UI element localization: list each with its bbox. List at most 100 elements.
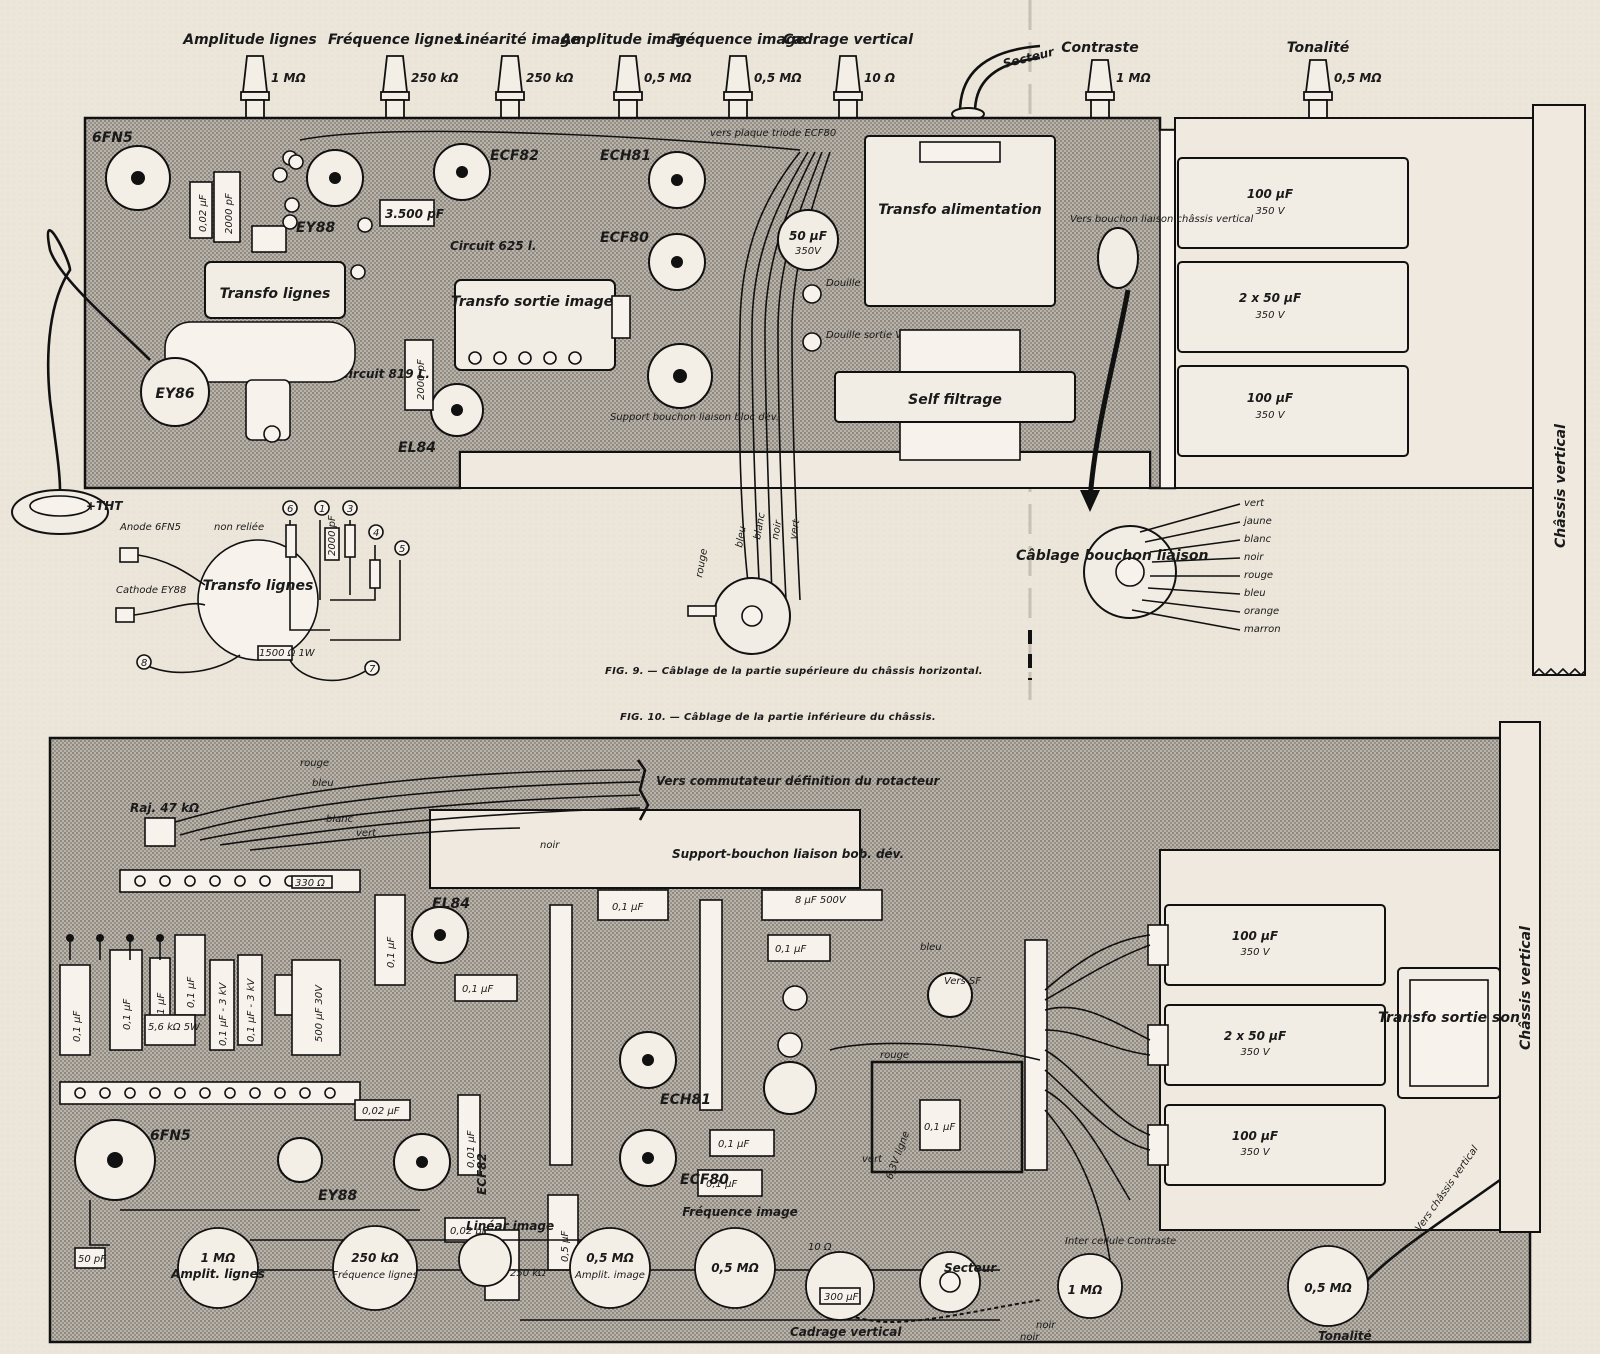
fig9-inset-pin-5: 5 bbox=[399, 544, 405, 555]
fig9-c2: 2000 pF bbox=[224, 193, 235, 234]
fig9-cablage-bouchon: Câblage bouchon liaison vert jaune blanc… bbox=[1016, 498, 1281, 635]
fig10-k1: 0,1 μF bbox=[72, 1011, 83, 1042]
fig9-wire-marron: marron bbox=[1244, 624, 1281, 635]
fig9-knob-5-name: Fréquence image bbox=[671, 32, 806, 48]
fig9-cap-1-v: 350 V bbox=[1255, 206, 1285, 217]
fig9-wire-vert: vert bbox=[1244, 498, 1265, 509]
fig10-support-bouchon: Support-bouchon liaison bob. dév. bbox=[672, 847, 904, 861]
fig10-vert: vert bbox=[862, 1154, 883, 1165]
fig9-knob-8-name: Tonalité bbox=[1287, 40, 1350, 56]
fig9-inset-cathode: Cathode EY88 bbox=[116, 585, 186, 596]
fig10-tube-ecf82-label: ECF82 bbox=[475, 1153, 489, 1195]
fig10-k21: 50 pF bbox=[78, 1254, 106, 1265]
fig10-k3: 0,1 μF bbox=[156, 993, 167, 1024]
fig10-cap2: 2 x 50 μF bbox=[1224, 1029, 1287, 1043]
fig9-knob-4-value: 0,5 MΩ bbox=[644, 71, 692, 85]
fig9-tube-6fn5-label: 6FN5 bbox=[92, 130, 133, 146]
fig9-chassis-vertical: Châssis vertical bbox=[1553, 424, 1569, 548]
fig10-bleu: bleu bbox=[920, 942, 942, 953]
fig9-inset-anode: Anode 6FN5 bbox=[119, 522, 181, 533]
fig9-cable-blanc: blanc bbox=[752, 511, 768, 540]
fig9-tube-ey86-label: EY86 bbox=[155, 386, 194, 402]
fig10-k4: 0,1 μF bbox=[186, 977, 197, 1008]
fig9-wire-bleu: bleu bbox=[1244, 588, 1266, 599]
fig10-transfo-son-label: Transfo sortie son bbox=[1378, 1010, 1520, 1026]
fig10-tube-ey88-label: EY88 bbox=[318, 1188, 357, 1204]
fig9-inset-pin-1: 1 bbox=[319, 504, 325, 515]
fig10-knob-1: 1 MΩ Amplit. lignes bbox=[170, 1227, 265, 1309]
fig9-knob-4: Amplitude image 0,5 MΩ bbox=[560, 32, 695, 119]
fig9-tube-ecf80: ECF80 bbox=[600, 230, 706, 291]
fig9-self-label: Self filtrage bbox=[908, 392, 1002, 408]
fig10-k7: 5,6 kΩ 5W bbox=[148, 1022, 201, 1033]
fig9-circuit1: Circuit 625 l. bbox=[450, 239, 536, 253]
fig10-k12: 8 μF 500V bbox=[795, 895, 847, 906]
fig10-k6: 0,1 μF - 3 kV bbox=[246, 978, 257, 1042]
fig10-knob-1-value: 1 MΩ bbox=[201, 1251, 236, 1265]
fig10-vers-commutateur: Vers commutateur définition du rotacteur bbox=[656, 774, 941, 788]
fig9-cable-vert: vert bbox=[788, 518, 803, 541]
fig10-knob-6: 300 μF 10 Ω Cadrage vertical bbox=[790, 1242, 902, 1339]
fig10-k2: 0,1 μF bbox=[122, 999, 133, 1030]
fig9-cap-50: 50 μF 350V bbox=[777, 209, 839, 271]
fig10-r330: 330 Ω bbox=[295, 878, 325, 889]
fig9-tube-ech81: ECH81 bbox=[600, 148, 706, 209]
fig9-inset-non-reliee: non reliée bbox=[214, 521, 264, 533]
fig10-knob-2-value: 250 kΩ bbox=[351, 1251, 398, 1265]
fig10-vers-sf: Vers SF bbox=[944, 976, 981, 987]
fig10-k11: 0,1 μF bbox=[612, 902, 643, 913]
fig10-k9: 0,1 μF bbox=[386, 937, 397, 968]
fig10-k5: 0,1 μF - 3 kV bbox=[218, 982, 229, 1046]
fig9-self-filtrage: Self filtrage bbox=[834, 329, 1076, 461]
fig9-knob-8-value: 0,5 MΩ bbox=[1334, 71, 1382, 85]
fig9-wire-blanc: blanc bbox=[1244, 534, 1272, 545]
fig9-cap-2-v: 350 V bbox=[1255, 310, 1285, 321]
fig9-tube-ecf82-label: ECF82 bbox=[490, 148, 539, 164]
fig9-knob-1-name: Amplitude lignes bbox=[182, 32, 317, 48]
fig10-wire-rouge: rouge bbox=[300, 758, 329, 769]
fig10-knob-6-value: 10 Ω bbox=[808, 1242, 832, 1253]
fig9-cap-3-v: 350 V bbox=[1255, 410, 1285, 421]
fig10-knob-6-name: Cadrage vertical bbox=[790, 1325, 902, 1339]
fig10-wire-bleu: bleu bbox=[312, 778, 334, 789]
fig9-inset-pin-6: 6 bbox=[287, 504, 293, 515]
fig9-cap-block-2: 2 x 50 μF 350 V bbox=[1177, 261, 1409, 353]
fig9-vers-bouchon: Vers bouchon liaison châssis vertical bbox=[1070, 213, 1254, 225]
fig9-knob-4-name: Amplitude image bbox=[560, 32, 695, 48]
fig9-transfo-alimentation: Transfo alimentation bbox=[864, 135, 1056, 307]
fig10-cap3-v: 350 V bbox=[1240, 1147, 1270, 1158]
fig10-knob-2-name: Fréquence lignes bbox=[332, 1269, 418, 1281]
fig9-tube-6fn5: 6FN5 bbox=[92, 130, 171, 211]
fig9-knob-5: Fréquence image 0,5 MΩ bbox=[671, 32, 806, 119]
fig10-rouge: rouge bbox=[880, 1050, 909, 1061]
fig9-transfo-lignes: Transfo lignes bbox=[164, 261, 356, 443]
fig9-wire-jaune: jaune bbox=[1242, 516, 1272, 527]
fig10-cap3: 100 μF bbox=[1232, 1129, 1279, 1143]
fig9-inset-pf: 2000 pF bbox=[327, 515, 338, 556]
fig10-tube-ey88: EY88 bbox=[277, 1137, 357, 1204]
fig10-wire-blanc: blanc bbox=[326, 814, 354, 825]
fig10-knob-4-name: Amplit. image bbox=[574, 1270, 645, 1281]
fig9-upper-chassis: Amplitude lignes 1 MΩ Fréquence lignes 2… bbox=[11, 32, 1586, 682]
fig9-pin-tags bbox=[272, 150, 373, 280]
fig9-transfo-sortie-label: Transfo sortie image bbox=[451, 294, 613, 310]
fig10-tag-strip-vertical-1 bbox=[549, 899, 1048, 1171]
fig9-knob-1-value: 1 MΩ bbox=[271, 71, 306, 85]
fig9-tube-ecf82: ECF82 bbox=[306, 143, 539, 207]
fig9-knob-7: Contraste 1 MΩ bbox=[1061, 40, 1151, 119]
fig9-knob-6: Cadrage vertical 10 Ω bbox=[783, 32, 913, 119]
fig9-knob-5-value: 0,5 MΩ bbox=[754, 71, 802, 85]
fig9-cable-noir: noir bbox=[770, 519, 784, 541]
fig10-knob-9-value: 0,5 MΩ bbox=[1304, 1281, 1352, 1295]
fig9-tube-ey86: EY86 bbox=[140, 357, 210, 427]
fig10-knob-3-name: Linéar image bbox=[466, 1219, 554, 1233]
fig9-cap-block-3: 100 μF 350 V bbox=[1177, 365, 1409, 457]
fig10-tag-strip-bottom bbox=[59, 1081, 361, 1105]
fig9-transfo-lignes-label: Transfo lignes bbox=[220, 286, 331, 302]
fig9-wire-noir: noir bbox=[1244, 552, 1264, 563]
fig9-c4: 2000 pF bbox=[416, 359, 427, 400]
fig10-wire-noir: noir bbox=[540, 840, 560, 851]
fig9-knob-1: Amplitude lignes 1 MΩ bbox=[182, 32, 317, 119]
fig10-tube-ech81: ECH81 bbox=[619, 1031, 711, 1108]
fig9-vers-plaque: vers plaque triode ECF80 bbox=[710, 128, 836, 139]
